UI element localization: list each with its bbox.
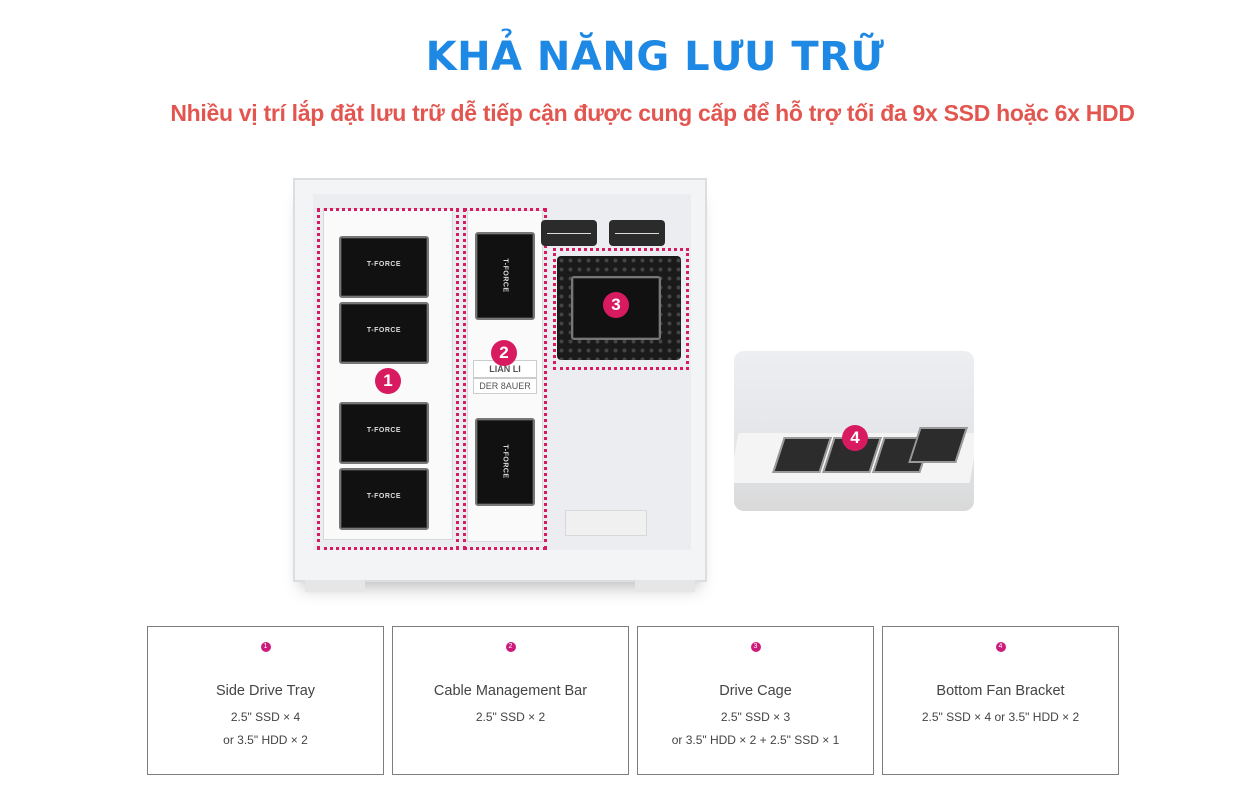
- fan-bracket: [541, 220, 597, 246]
- card-title: Bottom Fan Bracket: [936, 683, 1065, 699]
- card-title: Side Drive Tray: [215, 683, 316, 699]
- case-interior-image: T-FORCE T-FORCE T-FORCE T-FORCE 1 T-FORC…: [293, 178, 707, 592]
- psu-bracket: [565, 510, 647, 536]
- marker-4: 4: [842, 425, 868, 451]
- case-foot-right: [635, 580, 695, 592]
- ssd-drive: T-FORCE: [339, 236, 429, 298]
- section-subtitle: Nhiều vị trí lắp đặt lưu trữ dễ tiếp cận…: [170, 100, 1135, 126]
- bottom-fan-bracket-image: 4: [734, 351, 974, 511]
- card-drive-cage: 3 Drive Cage 2.5" SSD × 3 or 3.5" HDD × …: [637, 626, 874, 775]
- card-title: Drive Cage: [719, 683, 792, 699]
- case-foot-left: [305, 580, 365, 592]
- zone-1-outline: [317, 208, 459, 550]
- badge-1: 1: [260, 642, 271, 652]
- ssd-drive: T-FORCE: [339, 302, 429, 364]
- ssd-drive-vertical: T-FORCE: [475, 232, 535, 320]
- card-title: Cable Management Bar: [433, 683, 588, 699]
- card-bottom-fan-bracket: 4 Bottom Fan Bracket 2.5" SSD × 4 or 3.5…: [882, 626, 1119, 775]
- marker-1: 1: [375, 368, 401, 394]
- badge-3: 3: [750, 642, 761, 652]
- zone-2-outline: [463, 208, 547, 550]
- marker-3: 3: [603, 292, 629, 318]
- card-spec: 2.5" SSD × 2: [475, 710, 546, 724]
- ssd-drive: T-FORCE: [339, 402, 429, 464]
- marker-2: 2: [491, 340, 517, 366]
- zone-3-outline: [553, 248, 689, 370]
- card-spec: 2.5" SSD × 4 or 3.5" HDD × 2: [921, 710, 1080, 724]
- card-spec: or 3.5" HDD × 2: [223, 733, 308, 747]
- ssd-drive: T-FORCE: [339, 468, 429, 530]
- badge-4: 4: [995, 642, 1006, 652]
- card-spec: 2.5" SSD × 3: [720, 710, 791, 724]
- ssd-drive-vertical: T-FORCE: [475, 418, 535, 506]
- card-spec: 2.5" SSD × 4: [230, 710, 301, 724]
- card-side-drive-tray: 1 Side Drive Tray 2.5" SSD × 4 or 3.5" H…: [147, 626, 384, 775]
- der-bauer-label: DER 8AUER: [473, 378, 537, 394]
- card-cable-management-bar: 2 Cable Management Bar 2.5" SSD × 2: [392, 626, 629, 775]
- fan-bracket: [609, 220, 665, 246]
- section-title: KHẢ NĂNG LƯU TRỮ: [425, 34, 885, 80]
- card-spec: or 3.5" HDD × 2 + 2.5" SSD × 1: [671, 733, 840, 747]
- badge-2: 2: [505, 642, 516, 652]
